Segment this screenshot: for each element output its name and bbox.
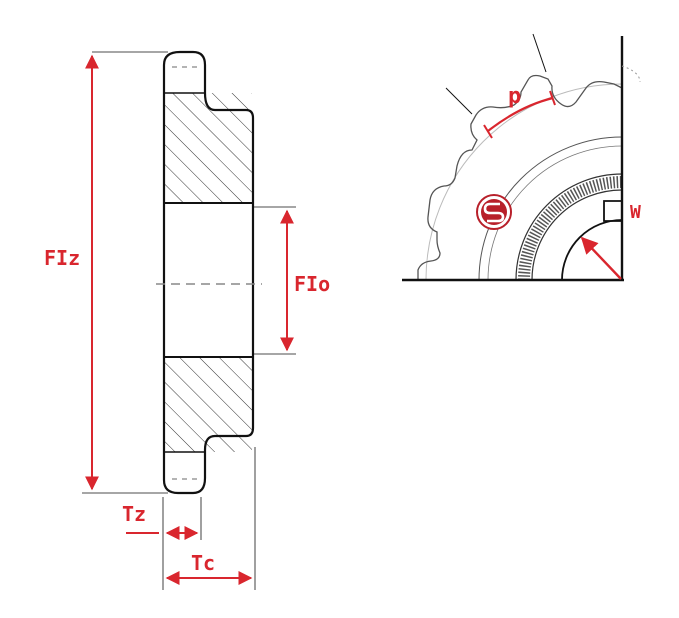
pitch-circle <box>425 83 623 281</box>
pitch-tick-left <box>483 124 493 139</box>
frame-dotted-arc <box>621 65 641 83</box>
web-circle-outer <box>478 136 623 281</box>
hub-ring-inner <box>531 189 623 281</box>
pitch-leader-left <box>445 87 473 115</box>
front-quarter-view: p W <box>402 33 641 282</box>
hub-ring-outer <box>515 173 623 281</box>
pitch-tick-right <box>549 90 556 106</box>
dimension-bore-diameter: FIo <box>252 206 330 355</box>
label-tooth-width: Tz <box>122 502 146 526</box>
label-bore-diameter: FIo <box>294 272 330 296</box>
keyway-slot <box>603 200 622 222</box>
label-keyway: W <box>630 202 641 223</box>
sprocket-outline <box>162 50 255 495</box>
dimension-hub-width: Tc <box>165 447 256 590</box>
teeth-profile <box>417 74 623 280</box>
upper-hub-section <box>164 93 252 203</box>
dimension-tooth-width: Tz <box>122 497 202 590</box>
label-hub-width: Tc <box>191 551 215 575</box>
keyway-arrow <box>580 236 622 280</box>
pitch-leader-right <box>532 33 547 73</box>
brand-logo-icon <box>476 194 512 230</box>
web-circle-inner <box>487 145 623 281</box>
pitch-arc <box>487 96 554 132</box>
label-pitch: p <box>508 84 521 109</box>
side-section-view <box>156 50 262 495</box>
hub-weld-ring <box>518 176 623 281</box>
dimension-outer-diameter: FIz <box>44 51 168 494</box>
label-outer-diameter: FIz <box>44 246 80 270</box>
